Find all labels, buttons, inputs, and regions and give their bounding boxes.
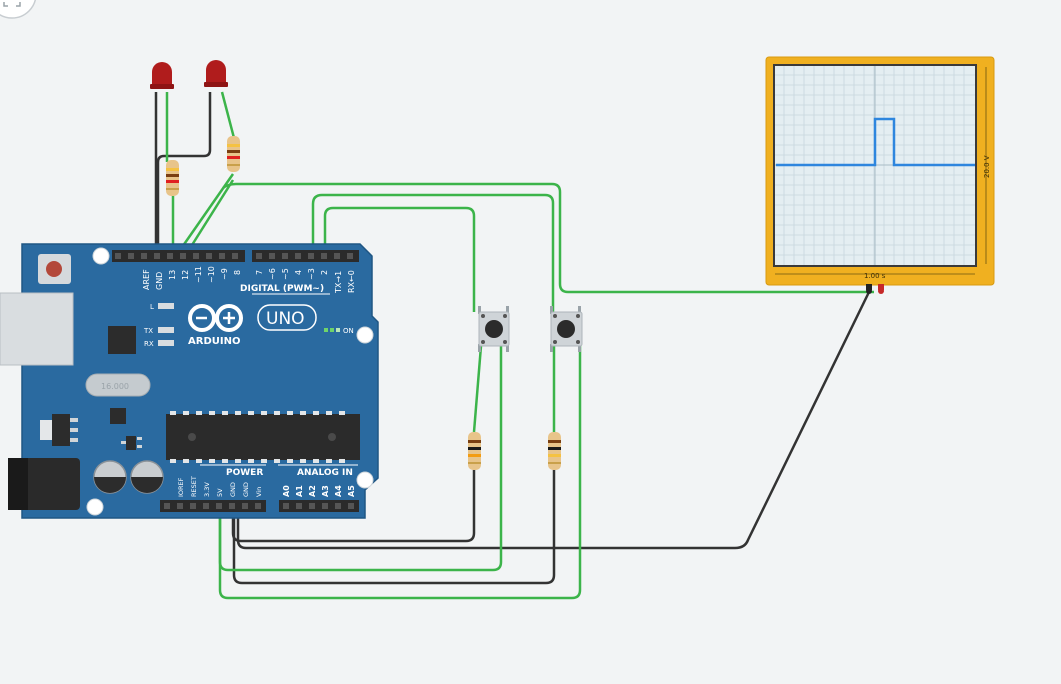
svg-text:A1: A1	[295, 485, 304, 497]
svg-text:A0: A0	[282, 485, 291, 497]
analog-label: ANALOG IN	[297, 468, 353, 478]
svg-text:RX: RX	[144, 340, 154, 348]
pin-13: 13	[168, 270, 177, 280]
svg-text:IOREF: IOREF	[177, 477, 185, 497]
svg-text:A2: A2	[308, 485, 317, 497]
pin-11: ~11	[194, 266, 203, 283]
svg-text:RESET: RESET	[190, 476, 198, 497]
microcontroller-chip	[166, 411, 360, 463]
pushbutton-2[interactable]	[550, 306, 583, 352]
pushbutton-1[interactable]	[478, 306, 510, 352]
svg-text:TX: TX	[143, 327, 153, 335]
wire-pin2-button1[interactable]	[323, 206, 476, 312]
wire-button1-res[interactable]	[472, 345, 483, 433]
wire-res2-pin12b[interactable]	[185, 179, 235, 254]
pin-5: ~5	[281, 268, 290, 280]
pin-1: TX→1	[334, 271, 343, 294]
svg-text:GND: GND	[242, 482, 250, 497]
resistor-led-1[interactable]	[166, 160, 179, 196]
svg-text:16.000: 16.000	[101, 382, 129, 391]
wire-5v-button2[interactable]	[218, 346, 582, 600]
digital-header[interactable]	[112, 250, 359, 262]
wire-pin3-button2[interactable]	[311, 193, 555, 312]
pin-6: ~6	[268, 268, 277, 280]
wires	[154, 91, 874, 600]
pin-8: 8	[233, 270, 242, 275]
resistor-button-1[interactable]	[468, 432, 481, 470]
resistor-led-2[interactable]	[227, 136, 240, 172]
wire-res-button2-gnd[interactable]	[232, 470, 556, 585]
pin-7: 7	[255, 270, 264, 275]
analog-pin-labels: A0 A1 A2 A3 A4 A5	[282, 485, 356, 497]
brand-label: ARDUINO	[188, 336, 240, 347]
pin-0: RX←0	[347, 270, 356, 293]
svg-text:3.3V: 3.3V	[203, 482, 211, 497]
svg-text:A5: A5	[347, 485, 356, 497]
wire-led2-res[interactable]	[220, 91, 236, 139]
pin-3: ~3	[307, 268, 316, 280]
power-header[interactable]	[160, 500, 359, 512]
led-2[interactable]	[204, 60, 228, 87]
on-led: ON	[324, 327, 354, 335]
digital-header-label: DIGITAL (PWM~)	[240, 284, 324, 294]
model-label: UNO	[266, 309, 305, 329]
onboard-leds: L TX RX	[143, 303, 174, 348]
pin-gnd: GND	[155, 272, 164, 290]
voltage-scale-label: 20.0 V	[983, 155, 991, 178]
capacitors	[93, 460, 164, 494]
power-label: POWER	[226, 468, 263, 478]
oscilloscope[interactable]: 1.00 s 20.0 V	[765, 56, 995, 294]
wire-led2-gnd[interactable]	[156, 92, 212, 253]
arduino-logo	[188, 304, 243, 332]
svg-text:A4: A4	[334, 485, 343, 497]
digital-pin-labels: AREF GND 13 12 ~11 ~10 ~9 8 7 ~6 ~5 4 ~3…	[142, 266, 356, 294]
usb-chip	[108, 326, 136, 354]
crystal: 16.000	[85, 373, 151, 397]
svg-text:5V: 5V	[216, 488, 224, 497]
voltage-regulator	[40, 414, 78, 446]
svg-text:ON: ON	[343, 327, 354, 335]
svg-text:A3: A3	[321, 485, 330, 497]
wire-pin12-scope[interactable]	[222, 182, 874, 294]
pin-12: 12	[181, 270, 190, 280]
resistor-button-2[interactable]	[548, 432, 561, 470]
oscilloscope-probe-negative[interactable]	[866, 284, 872, 294]
reset-button[interactable]	[38, 254, 71, 284]
wire-gnd-scope[interactable]	[236, 291, 871, 550]
power-pin-labels: IOREF RESET 3.3V 5V GND GND Vin	[177, 476, 263, 497]
svg-text:L: L	[150, 303, 154, 311]
oscilloscope-trace	[776, 117, 975, 167]
pin-9: ~9	[220, 268, 229, 280]
svg-text:GND: GND	[229, 482, 237, 497]
pin-10: ~10	[207, 266, 216, 283]
transistor	[121, 436, 142, 450]
zoom-fit-icon[interactable]	[0, 0, 37, 19]
pin-aref: AREF	[142, 269, 151, 290]
pin-2: 2	[320, 270, 329, 275]
svg-text:Vin: Vin	[255, 487, 263, 497]
oscilloscope-probe-positive[interactable]	[878, 284, 884, 294]
arduino-uno[interactable]: AREF GND 13 12 ~11 ~10 ~9 8 7 ~6 ~5 4 ~3…	[0, 243, 379, 519]
pin-4: 4	[294, 270, 303, 275]
small-chip	[110, 408, 126, 424]
model-badge	[257, 304, 317, 331]
time-scale-label: 1.00 s	[864, 272, 886, 280]
led-1[interactable]	[150, 62, 174, 89]
